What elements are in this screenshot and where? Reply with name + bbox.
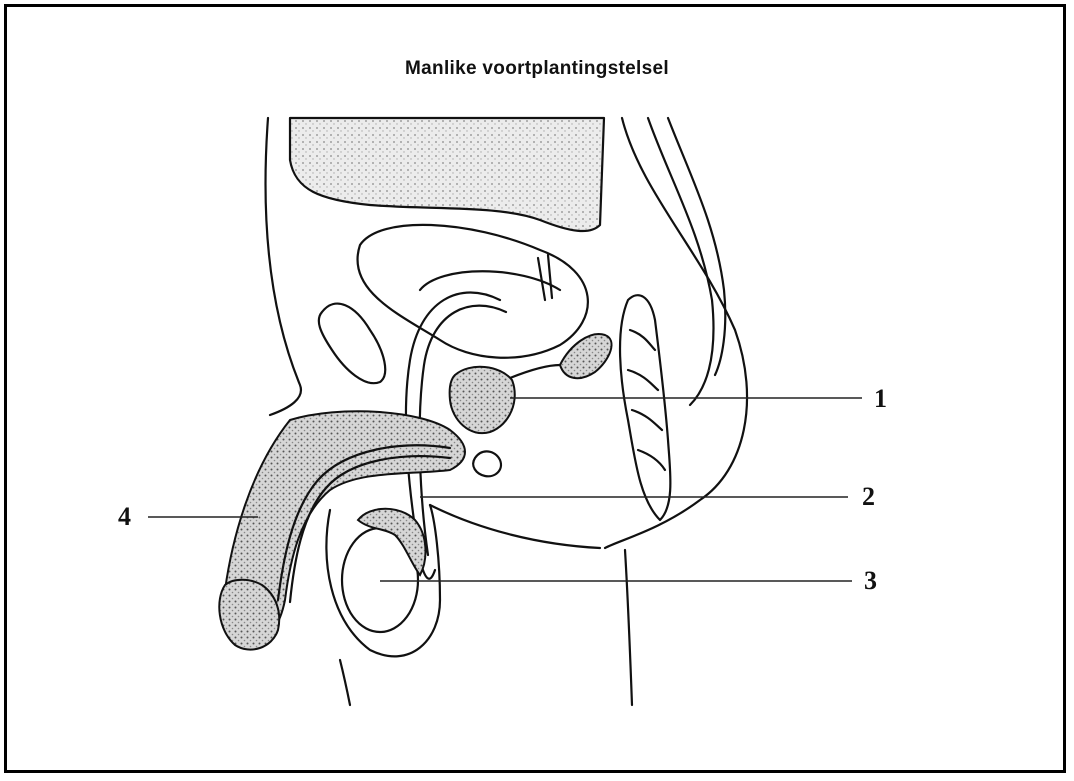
label-2: 2 <box>862 482 875 511</box>
spine-inner-outline <box>668 118 725 375</box>
label-1: 1 <box>874 384 887 413</box>
intestine <box>290 118 604 231</box>
label-4: 4 <box>118 502 131 531</box>
seminal-vesicle-duct <box>510 365 560 378</box>
bulbourethral-gland <box>473 451 501 476</box>
bladder <box>357 225 587 358</box>
thigh-back-outline <box>625 550 632 705</box>
pubic-bone <box>319 304 385 384</box>
thigh-outline <box>340 660 350 705</box>
rectum <box>620 295 670 520</box>
perineum-outline <box>430 505 600 548</box>
prostate <box>450 367 515 433</box>
label-3: 3 <box>864 566 877 595</box>
